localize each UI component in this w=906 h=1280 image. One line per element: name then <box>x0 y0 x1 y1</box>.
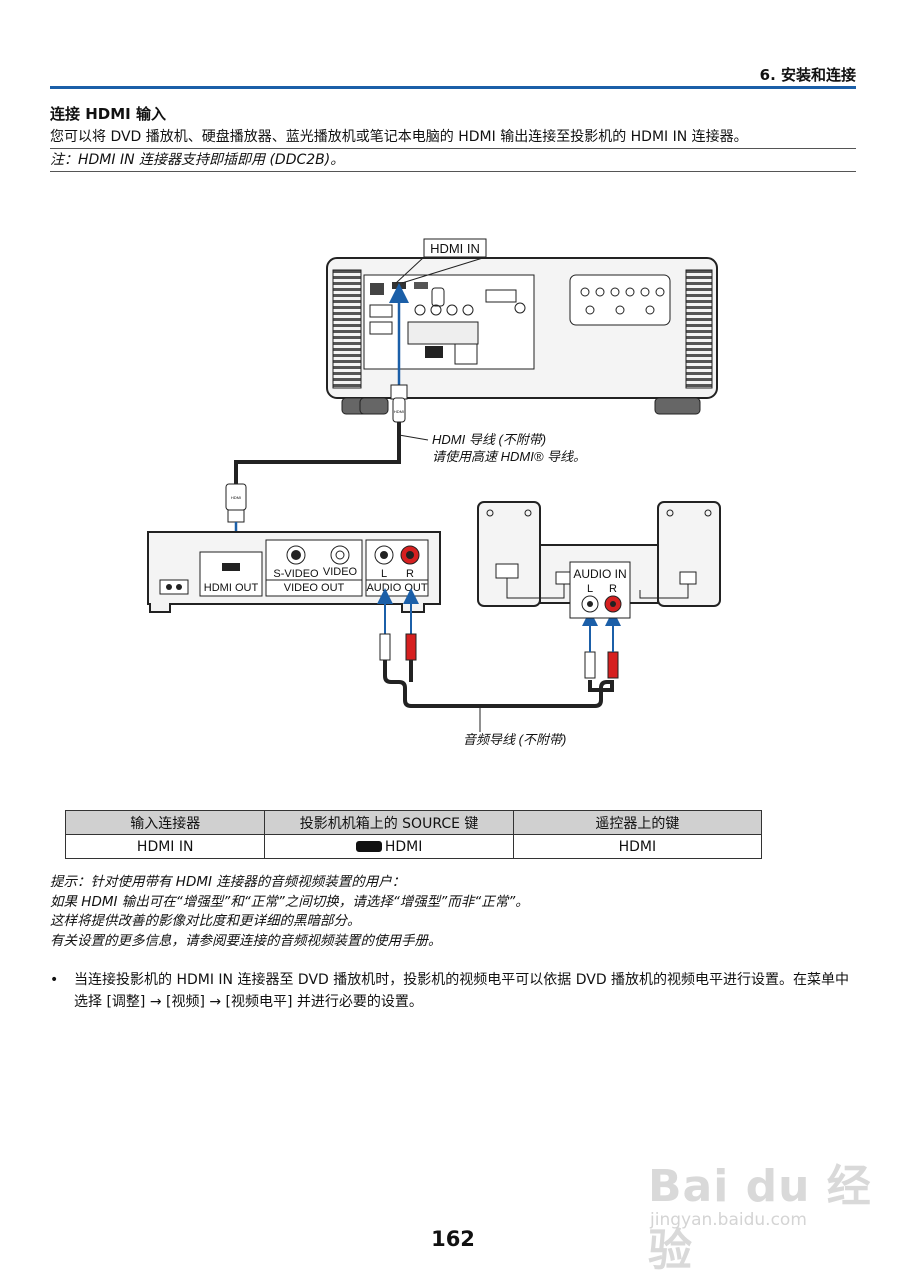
tip-line: 有关设置的更多信息，请参阅要连接的音频视频装置的使用手册。 <box>50 932 442 949</box>
page-number: 162 <box>431 1227 475 1251</box>
dvd-player <box>147 531 441 613</box>
audio-in-label: AUDIO IN <box>573 567 626 581</box>
table-cell-text: HDMI <box>384 838 423 855</box>
tips-block: 提示：针对使用带有 HDMI 连接器的音频视频装置的用户： 如果 HDMI 输出… <box>50 873 529 951</box>
table-row: HDMI IN HDMI HDMI <box>64 834 763 859</box>
projector <box>326 257 718 415</box>
hdmi-cable-label: HDMI 导线 (不附带) <box>432 432 546 447</box>
note-text: 注：HDMI IN 连接器支持即插即用 (DDC2B)。 <box>50 149 856 172</box>
rca-plug-white-dvd <box>379 633 391 661</box>
tip-line: 这样将提供改善的影像对比度和更详细的黑暗部分。 <box>50 913 361 929</box>
rca-plug-white-speaker <box>584 651 596 679</box>
dvd-r-label: R <box>406 568 414 580</box>
watermark-url: jingyan.baidu.com <box>650 1210 807 1230</box>
hdmi-cable-note: 请使用高速 HDMI® 导线。 <box>432 449 586 464</box>
connection-diagram: HDMI IN HDMI HDMI 导线 (不附带) 请使用高速 HDMI® 导… <box>147 238 721 747</box>
hdmi-plug-top <box>390 384 408 400</box>
tip-line: 如果 HDMI 输出可在“增强型”和“正常”之间切换，请选择“增强型”而非“正常… <box>50 893 529 910</box>
audio-out-label: AUDIO OUT <box>366 582 427 594</box>
source-table: 输入连接器 投影机机箱上的 SOURCE 键 遥控器上的键 HDMI IN HD… <box>64 810 763 859</box>
hdmi-plug-top-text: HDMI <box>394 409 404 414</box>
table-cell: HDMI <box>512 834 763 859</box>
speaker-r-label: R <box>609 583 617 595</box>
hdmi-plug-bottom-text: HDMI <box>231 495 241 500</box>
table-header: 投影机机箱上的 SOURCE 键 <box>264 810 514 835</box>
rca-plug-red-dvd <box>405 633 417 661</box>
watermark-logo: Bai du 经验 <box>648 1161 872 1276</box>
hdmi-out-label: HDMI OUT <box>204 582 259 594</box>
table-header: 输入连接器 <box>64 810 266 835</box>
video-out-label: VIDEO OUT <box>284 582 345 594</box>
bullet-symbol: • <box>50 972 59 988</box>
dvd-l-label: L <box>381 568 387 580</box>
speaker-system <box>477 501 721 619</box>
chapter-title: 6. 安装和连接 <box>759 66 856 84</box>
intro-text: 您可以将 DVD 播放机、硬盘播放器、蓝光播放机或笔记本电脑的 HDMI 输出连… <box>50 126 856 149</box>
rca-plug-red-speaker <box>607 651 619 679</box>
section-title: 连接 HDMI 输入 <box>50 105 166 123</box>
bullet-text: 当连接投影机的 HDMI IN 连接器至 DVD 播放机时，投影机的视频电平可以… <box>74 972 850 1010</box>
tip-line: 提示：针对使用带有 HDMI 连接器的音频视频装置的用户： <box>50 874 406 890</box>
audio-cable-label: 音频导线 (不附带) <box>463 732 566 747</box>
hdmi-in-callout <box>423 238 487 258</box>
chapter-rule <box>50 86 856 89</box>
s-video-label: S-VIDEO <box>273 568 319 580</box>
hdmi-in-label: HDMI IN <box>430 241 480 256</box>
table-header: 遥控器上的键 <box>512 810 763 835</box>
hdmi-icon <box>355 841 382 852</box>
video-label: VIDEO <box>323 566 358 578</box>
table-cell-source: HDMI <box>264 834 514 859</box>
speaker-l-label: L <box>587 583 593 595</box>
table-cell: HDMI IN <box>64 834 266 859</box>
